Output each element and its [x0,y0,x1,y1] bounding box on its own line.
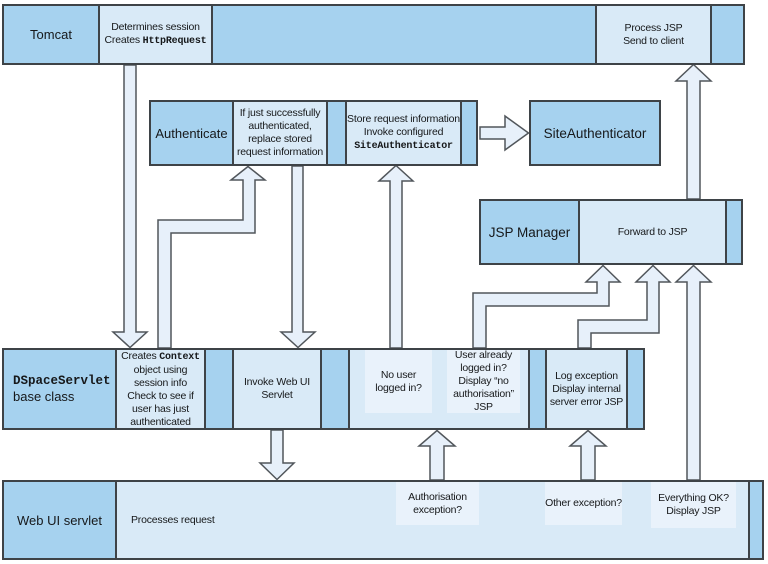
site-authenticator-label: SiteAuthenticator [543,125,647,141]
arrow-logexception-to-forward [577,264,672,349]
login-check-container: No user logged in? User already logged i… [348,349,530,428]
arrow-context-to-authenticate [157,165,268,349]
arrow-session-to-context [111,64,149,349]
web-ui-servlet-lane-label: Web UI servlet [4,482,115,558]
arrow-authexception-to-nouser [416,429,458,481]
processes-request-box: Processes request Authorisation exceptio… [115,482,750,558]
auth-exception-text: Authorisation exception? [408,490,467,516]
replace-stored-text: If just successfully authenticated, repl… [236,107,324,158]
replace-stored-box: If just successfully authenticated, repl… [232,102,328,164]
arrow-nouser-to-store [377,164,415,349]
other-exception-text: Other exception? [545,497,622,509]
dspace-servlet-lane-label: DSpaceServlet base class [4,350,115,428]
other-exception-box: Other exception? [545,482,622,525]
arrow-invoke-to-processes [258,429,296,481]
web-ui-servlet-label-text: Web UI servlet [16,512,102,528]
forward-to-jsp-box: Forward to JSP [578,201,727,263]
process-jsp-box: Process JSP Send to client [595,6,712,63]
log-exception-text: Log exception Display internal server er… [549,369,624,408]
everything-ok-text: Everything OK? Display JSP [658,492,729,517]
dspace-servlet-label-code: DSpaceServlet [13,374,111,388]
arrow-otherexception-to-logexception [567,429,609,481]
user-already-box: User already logged in? Display “no auth… [447,349,520,413]
tomcat-label-text: Tomcat [30,27,72,42]
forward-to-jsp-text: Forward to JSP [617,225,688,238]
arrow-ok-to-forward [674,264,713,481]
dspace-servlet-label-text: base class [13,389,75,404]
processes-request-text: Processes request [131,513,215,526]
invoke-webui-text: Invoke Web UI Servlet [243,376,311,401]
arrow-store-to-siteauthenticator [479,114,530,152]
authenticate-lane-label: Authenticate [151,102,232,164]
arrow-forward-to-processjsp [674,63,713,200]
jsp-manager-label-text: JSP Manager [488,224,571,240]
site-authenticator-box: SiteAuthenticator [529,100,661,166]
arrow-authenticate-to-invoke [279,165,317,349]
arrow-useralready-to-forward [472,264,622,349]
everything-ok-box: Everything OK? Display JSP [651,482,736,528]
user-already-text: User already logged in? Display “no auth… [453,349,514,413]
tomcat-lane-label: Tomcat [4,6,98,63]
authenticate-lane: Authenticate If just successfully authen… [149,100,478,166]
log-exception-box: Log exception Display internal server er… [545,350,628,428]
authenticate-label-text: Authenticate [155,125,228,141]
no-user-box: No user logged in? [365,350,432,413]
jsp-manager-lane: JSP Manager Forward to JSP [479,199,743,265]
no-user-text: No user logged in? [375,368,422,394]
invoke-webui-box: Invoke Web UI Servlet [232,350,322,428]
dspace-servlet-lane: DSpaceServlet base class Creates Context… [2,348,645,430]
process-jsp-text: Process JSP Send to client [623,21,684,47]
jsp-manager-lane-label: JSP Manager [481,201,578,263]
auth-exception-box: Authorisation exception? [396,482,479,525]
web-ui-servlet-lane: Web UI servlet Processes request Authori… [2,480,764,560]
